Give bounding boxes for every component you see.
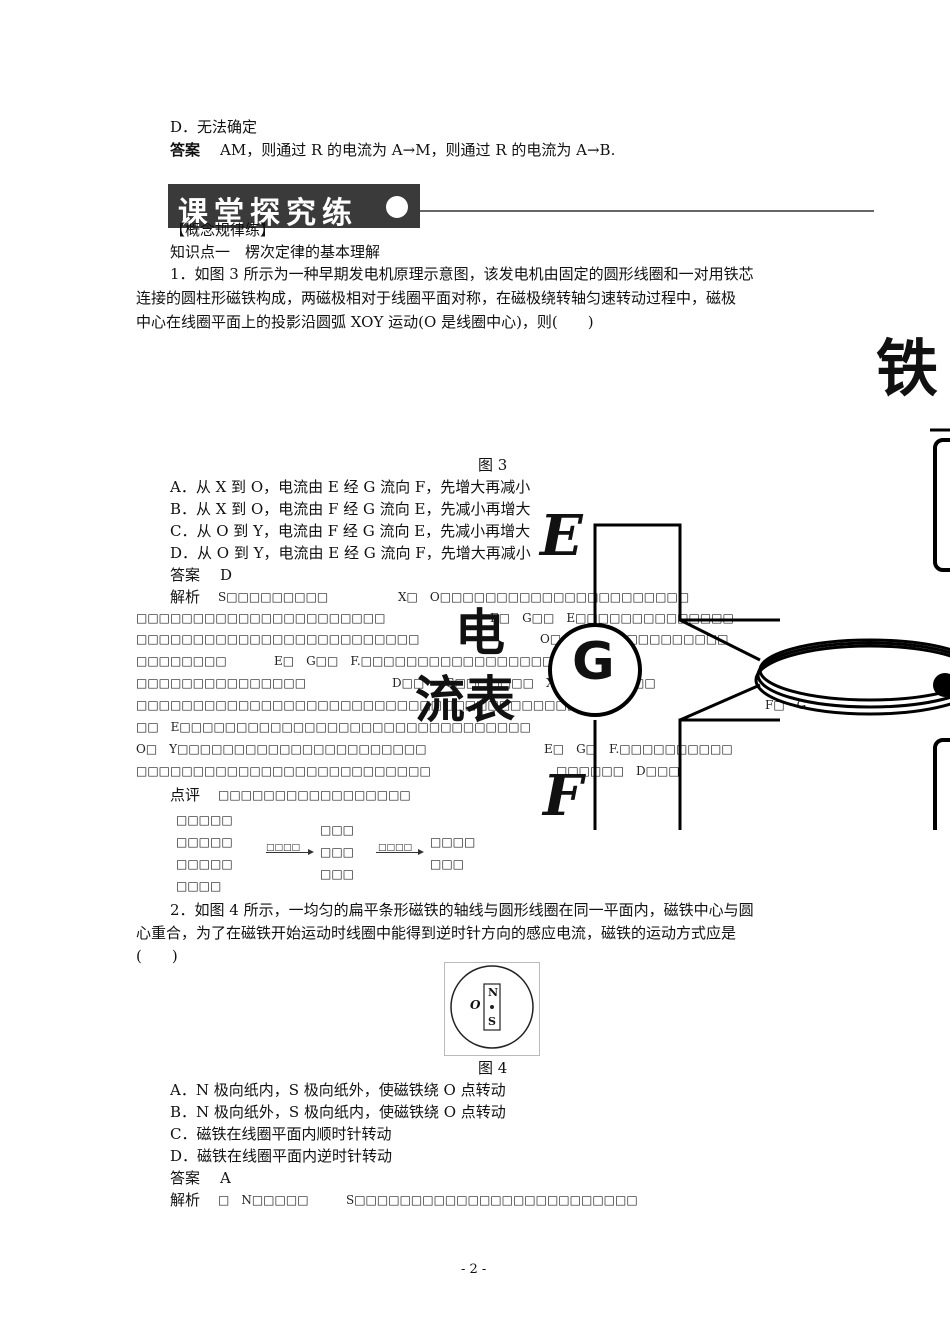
q1-answer-label: 答案 xyxy=(170,566,201,584)
flow-col2: □□□ xyxy=(320,867,355,881)
q2-option-d: D．磁铁在线圈平面内逆时针转动 xyxy=(170,1147,393,1165)
q1-line3: 中心在线圈平面上的投影沿圆弧 XOY 运动(O 是线圈中心)，则( ) xyxy=(136,313,594,331)
q2-line3: ( ) xyxy=(136,947,178,965)
iron-core-label: 铁 xyxy=(876,332,939,405)
q2-analysis-a: □ N□□□□□ xyxy=(218,1193,309,1207)
banner-title: 课堂探究练 xyxy=(178,196,358,231)
q2-line1: 2．如图 4 所示，一均匀的扁平条形磁铁的轴线与圆形线圈在同一平面内，磁铁中心与… xyxy=(170,901,754,919)
q2-option-c: C．磁铁在线圈平面内顺时针转动 xyxy=(170,1125,392,1143)
banner-dot-icon xyxy=(386,196,408,218)
q2-answer-value: A xyxy=(220,1169,231,1187)
q2-line2: 心重合，为了在磁铁开始运动时线圈中能得到逆时针方向的感应电流，磁铁的运动方式应是 xyxy=(136,924,737,942)
flow-col2: □□□ xyxy=(320,823,355,837)
analysis-row: E□ G□□ E□□□□□□□□□□□□□□ xyxy=(490,611,734,625)
flow-arrow1-label: □□□□ xyxy=(266,843,301,853)
analysis-row: S□□□□□□□□□ xyxy=(218,590,329,604)
generator-figure xyxy=(548,428,950,830)
analysis-row: E□ G□□ F.□□□□□□□□□□□□□□□□□□□□□□□□ xyxy=(274,654,633,668)
answer-text: AM，则通过 R 的电流为 A→M，则通过 R 的电流为 A→B. xyxy=(220,141,616,159)
terminal-e-label: E xyxy=(540,503,583,569)
analysis-row: □□□□□□□□□□□□□□□□□□□□□□□□□□ xyxy=(136,764,431,778)
q1-line2: 连接的圆柱形磁铁构成，两磁极相对于线圈平面对称，在磁极绕转轴匀速转动过程中，磁极 xyxy=(136,289,737,307)
q1-option-c: C．从 O 到 Y，电流由 F 经 G 流向 E，先减小再增大 xyxy=(170,522,531,540)
analysis-row: □□□□□□□□□□□□□□□□□□□□□□ xyxy=(136,611,386,625)
q1-answer-value: D xyxy=(220,566,233,584)
q1-option-b: B．从 X 到 O，电流由 F 经 G 流向 E，先减小再增大 xyxy=(170,500,531,518)
q1-option-a: A．从 X 到 O，电流由 E 经 G 流向 F，先增大再减小 xyxy=(170,478,531,496)
category-label: 【概念规律练】 xyxy=(170,221,276,239)
meter-label-1: 电 xyxy=(455,604,505,662)
meter-label-2: 流表 xyxy=(415,671,515,729)
q1-line1: 1．如图 3 所示为一种早期发电机原理示意图，该发电机由固定的圆形线圈和一对用铁… xyxy=(170,265,754,283)
analysis-row: □□□□□□□□ xyxy=(136,654,227,668)
q1-analysis-label: 解析 xyxy=(170,588,201,606)
flow-arrow2-label: □□□□ xyxy=(378,843,413,853)
fig4-o-label: O xyxy=(470,998,481,1012)
analysis-row: □□□□□□□□□□□□□□□ xyxy=(136,676,307,690)
analysis-row: □□□□□□□□□□□□□□□□□□□□□□□□□ xyxy=(136,632,420,646)
fig4-diagram xyxy=(444,962,540,1056)
fig4-s-label: S xyxy=(488,1015,496,1028)
knowledge-heading: 知识点一 楞次定律的基本理解 xyxy=(170,243,381,261)
flow-col3: □□□□ xyxy=(430,835,476,849)
q1-option-d: D．从 O 到 Y，电流由 E 经 G 流向 F，先增大再减小 xyxy=(170,544,531,562)
banner-rule xyxy=(420,210,874,212)
flow-col1: □□□□□ xyxy=(176,835,233,849)
flow-arrow-icon xyxy=(266,849,314,855)
analysis-row: O□ Y□□□□□□□□□□□□□□□□□□□□□□ xyxy=(136,742,427,756)
analysis-row: X□ O□□□□□□□□□□□□□□□□□□□□□□ xyxy=(398,590,690,604)
page-number: - 2 - xyxy=(461,1262,487,1277)
analysis-row: □□□□□□□□□□□□□□□□□□□□□□□□□□□□□□□□□□□□□□□□ xyxy=(136,698,590,712)
q1-comment-label: 点评 xyxy=(170,786,201,804)
q2-analysis-b: S□□□□□□□□□□□□□□□□□□□□□□□□□ xyxy=(346,1193,638,1207)
q2-option-b: B．N 极向纸外，S 极向纸内，使磁铁绕 O 点转动 xyxy=(170,1103,506,1121)
flow-arrow-icon xyxy=(376,849,424,855)
q1-comment-text: □□□□□□□□□□□□□□□□□ xyxy=(218,788,411,802)
flow-col1: □□□□□ xyxy=(176,857,233,871)
analysis-row: □□□□□□ D□□□ xyxy=(556,764,680,778)
flow-col1: □□□□ xyxy=(176,879,222,893)
q2-analysis-label: 解析 xyxy=(170,1191,201,1209)
terminal-f-label: F xyxy=(543,763,583,829)
option-d-top: D．无法确定 xyxy=(170,118,258,136)
fig4-n-label: N xyxy=(488,986,499,999)
q2-option-a: A．N 极向纸内，S 极向纸外，使磁铁绕 O 点转动 xyxy=(170,1081,506,1099)
flow-col2: □□□ xyxy=(320,845,355,859)
flow-col1: □□□□□ xyxy=(176,813,233,827)
analysis-row: F□ G xyxy=(765,698,807,712)
section-banner: 课堂探究练 xyxy=(168,184,420,231)
q2-answer-label: 答案 xyxy=(170,1169,201,1187)
fig3-caption: 图 3 xyxy=(478,456,508,474)
galvanometer-label: G xyxy=(572,632,615,692)
flow-col3: □□□ xyxy=(430,857,465,871)
analysis-row: □□ E□□□□□□□□□□□□□□□□□□□□□□□□□□□□□□□ xyxy=(136,720,531,734)
answer-label: 答案 xyxy=(170,141,201,159)
fig4-caption: 图 4 xyxy=(478,1059,508,1077)
analysis-row: E□ G□ F.□□□□□□□□□□ xyxy=(544,742,733,756)
